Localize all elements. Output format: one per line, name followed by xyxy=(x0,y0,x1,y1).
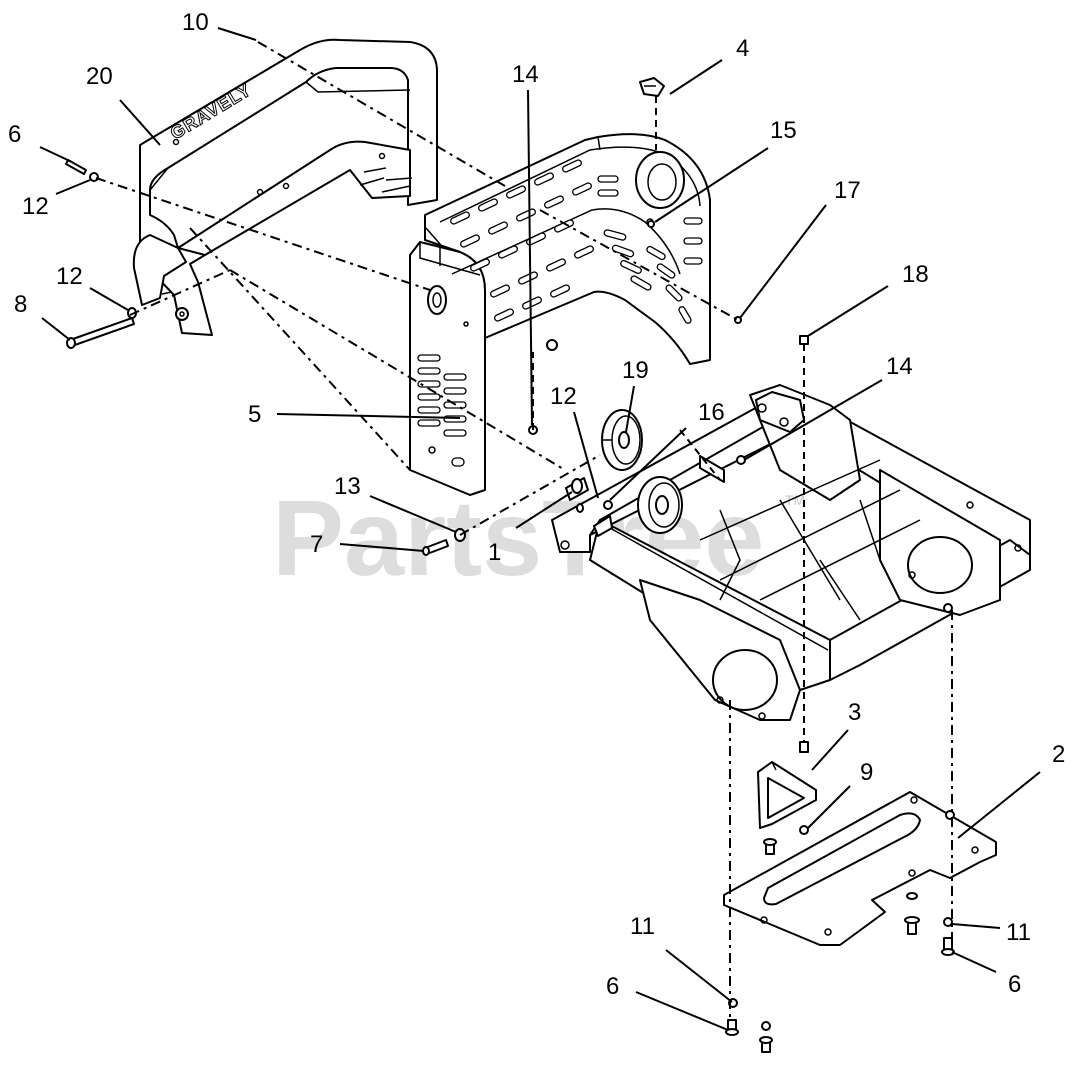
callout-3[interactable]: 3 xyxy=(848,699,861,726)
callout-8[interactable]: 8 xyxy=(14,291,27,318)
part-16-nut[interactable] xyxy=(603,500,613,510)
part-18-fastener[interactable] xyxy=(799,335,809,345)
part-20-guard[interactable]: GRAVELY xyxy=(132,38,438,336)
callout-11-right[interactable]: 11 xyxy=(1006,919,1031,946)
rear-shield-slots xyxy=(450,159,703,324)
part-5-rear-shield[interactable] xyxy=(424,133,711,365)
floor-bolts xyxy=(759,838,920,1053)
callout-12-left[interactable]: 12 xyxy=(56,263,83,290)
callout-6-lower-left[interactable]: 6 xyxy=(606,973,619,1000)
callout-13[interactable]: 13 xyxy=(334,473,361,500)
part-6-screw-lower-left[interactable] xyxy=(725,1019,739,1036)
part-4-clip[interactable] xyxy=(639,77,665,97)
callout-7[interactable]: 7 xyxy=(310,531,323,558)
callout-19[interactable]: 19 xyxy=(622,357,649,384)
part-2-floor-plate[interactable] xyxy=(723,791,997,946)
callout-9[interactable]: 9 xyxy=(860,759,873,786)
frame-pulley-lower xyxy=(637,476,683,534)
callout-6-lower-right[interactable]: 6 xyxy=(1008,971,1021,998)
part-5-side-shield[interactable] xyxy=(409,241,486,496)
part-9-screw[interactable] xyxy=(799,741,809,835)
callout-12-upper[interactable]: 12 xyxy=(22,193,49,220)
callout-16[interactable]: 16 xyxy=(698,399,725,426)
callout-14-center[interactable]: 14 xyxy=(512,61,539,88)
part-frame[interactable] xyxy=(551,384,1031,721)
callout-11-left[interactable]: 11 xyxy=(630,913,655,940)
callout-6-upper[interactable]: 6 xyxy=(8,121,21,148)
callout-5[interactable]: 5 xyxy=(248,401,261,428)
part-11-nut-right[interactable] xyxy=(943,917,953,927)
callout-labels: 10 20 6 12 12 8 14 4 15 17 18 14 5 19 12… xyxy=(8,9,1065,1000)
part-15-fastener[interactable] xyxy=(647,220,655,228)
part-1-bushing[interactable] xyxy=(565,477,613,537)
callout-12-center[interactable]: 12 xyxy=(550,383,577,410)
part-3-bracket[interactable] xyxy=(757,761,817,829)
part-12-washer-upper[interactable] xyxy=(89,172,99,182)
part-12-washer-mid[interactable] xyxy=(576,503,584,513)
part-19-pulley[interactable] xyxy=(601,409,643,471)
part-8-bolt[interactable] xyxy=(66,317,135,349)
leader-lines xyxy=(39,27,1041,1031)
callout-2[interactable]: 2 xyxy=(1052,741,1065,768)
part-6-screw-upper[interactable] xyxy=(65,159,87,175)
callout-14-right[interactable]: 14 xyxy=(886,353,913,380)
callout-20[interactable]: 20 xyxy=(86,63,113,90)
assembly-lines xyxy=(95,41,953,1020)
side-shield-slots xyxy=(417,354,467,467)
callout-18[interactable]: 18 xyxy=(902,261,929,288)
callout-15[interactable]: 15 xyxy=(770,117,797,144)
callout-10[interactable]: 10 xyxy=(182,9,209,36)
callout-1[interactable]: 1 xyxy=(488,539,501,566)
callout-17[interactable]: 17 xyxy=(834,177,861,204)
callout-4[interactable]: 4 xyxy=(736,35,749,62)
